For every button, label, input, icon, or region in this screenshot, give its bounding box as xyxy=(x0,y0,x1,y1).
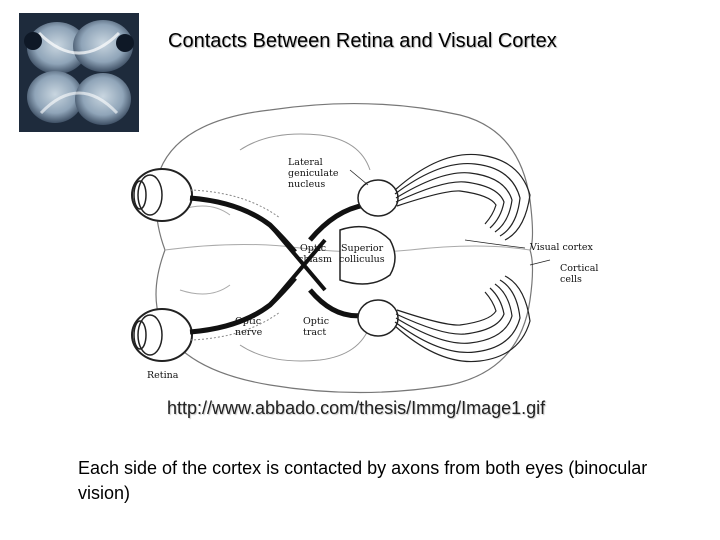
optic-radiations-upper xyxy=(394,153,531,241)
label-cortical-1: Cortical xyxy=(560,263,598,274)
svg-text:Optic: Optic xyxy=(300,243,326,254)
eye-upper xyxy=(131,168,193,222)
svg-text:tract: tract xyxy=(303,327,326,338)
svg-text:Optic: Optic xyxy=(303,316,329,327)
source-url: http://www.abbado.com/thesis/Immg/Image1… xyxy=(167,398,546,418)
eye-lower xyxy=(131,308,193,362)
label-sc-2: colliculus xyxy=(339,254,385,265)
svg-text:Lateral: Lateral xyxy=(288,157,323,168)
svg-text:geniculate: geniculate xyxy=(288,168,339,179)
slide-title: Contacts Between Retina and Visual Corte… xyxy=(168,30,557,52)
brain-thumbnail-graphic xyxy=(19,13,139,132)
lateral-geniculate-nucleus-upper xyxy=(357,179,399,217)
svg-text:colliculus: colliculus xyxy=(339,254,385,265)
label-lgn-2: geniculate xyxy=(288,168,339,179)
lateral-geniculate-nucleus-lower xyxy=(357,299,399,337)
label-lgn-3: nucleus xyxy=(288,179,325,190)
label-optic-nerve-2: nerve xyxy=(235,327,263,338)
label-optic-nerve-1: Optic xyxy=(235,316,261,327)
optic-chiasm xyxy=(268,223,327,307)
label-chiasm-2: chiasm xyxy=(298,254,332,265)
brain-fold-lower xyxy=(239,324,371,362)
visual-pathway-diagram: Lateral geniculate nucleus Optic chiasm … xyxy=(131,102,598,394)
svg-text:nucleus: nucleus xyxy=(288,179,325,190)
label-optic-tract-1: Optic xyxy=(303,316,329,327)
svg-text:chiasm: chiasm xyxy=(298,254,332,265)
label-optic-tract-2: tract xyxy=(303,327,326,338)
label-visual-cortex: Visual cortex xyxy=(529,242,593,253)
brain-thumbnail-image xyxy=(19,13,139,132)
svg-text:Optic: Optic xyxy=(235,316,261,327)
svg-text:Cortical: Cortical xyxy=(560,263,598,274)
label-lgn-1: Lateral xyxy=(288,157,323,168)
svg-text:cells: cells xyxy=(560,274,582,285)
svg-text:nerve: nerve xyxy=(235,327,263,338)
svg-text:Visual cortex: Visual cortex xyxy=(529,242,593,253)
label-retina: Retina xyxy=(147,370,179,381)
brain-fold-upper xyxy=(239,133,371,171)
svg-text:Superior: Superior xyxy=(341,243,384,254)
label-chiasm-1: Optic xyxy=(300,243,326,254)
optic-radiations-lower xyxy=(394,275,531,363)
optic-tract-lower xyxy=(308,288,366,319)
label-cortical-2: cells xyxy=(560,274,582,285)
svg-text:Retina: Retina xyxy=(147,370,179,381)
label-sc-1: Superior xyxy=(341,243,384,254)
superior-colliculus xyxy=(339,225,396,285)
slide-caption: Each side of the cortex is contacted by … xyxy=(78,458,648,503)
